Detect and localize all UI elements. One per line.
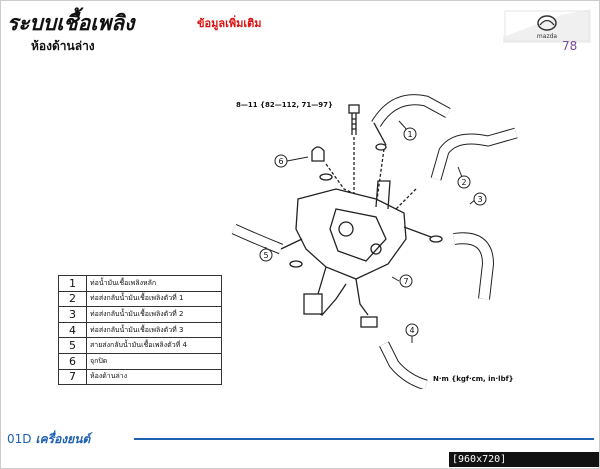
page-number: 78 (562, 39, 578, 53)
callout-4: 4 (405, 323, 419, 343)
watermark: [960x720] https://upic.me/ (449, 452, 599, 467)
legend-number: 5 (58, 337, 87, 354)
svg-text:3: 3 (477, 195, 482, 204)
svg-text:6: 6 (278, 157, 283, 166)
svg-text:5: 5 (263, 251, 268, 260)
legend-description: ท่อส่งกลับน้ำมันเชื้อเพลิงตัวที่ 3 (86, 321, 222, 339)
logo-text: mazda (537, 33, 557, 40)
svg-text:4: 4 (409, 326, 414, 335)
fuel-system-diagram: 1 2 3 4 5 6 7 (231, 94, 518, 389)
section-code: 01D (7, 432, 32, 446)
legend-number: 6 (58, 352, 87, 370)
page-title: ระบบเชื้อเพลิง (7, 11, 135, 35)
callout-5: 5 (259, 247, 273, 262)
callout-7: 7 (391, 274, 413, 288)
more-info-link[interactable]: ข้อมูลเพิ่มเติม (197, 17, 262, 30)
section-title: เครื่องยนต์ (35, 432, 91, 446)
legend-description: สายส่งกลับน้ำมันเชื้อเพลิงตัวที่ 4 (86, 337, 222, 354)
mazda-logo: mazda (503, 9, 591, 43)
legend-number: 7 (58, 368, 87, 386)
legend-description: ห้องด้านล่าง (86, 368, 222, 386)
callout-6: 6 (274, 154, 309, 168)
legend-description: ท่อส่งกลับน้ำมันเชื้อเพลิงตัวที่ 2 (86, 306, 222, 323)
callout-2: 2 (457, 166, 471, 189)
unit-label: N·m {kgf·cm, in·lbf} (433, 375, 514, 383)
legend-description: ท่อน้ำมันเชื้อเพลิงหลัก (86, 275, 222, 292)
legend-number: 3 (58, 306, 87, 323)
callout-3: 3 (469, 192, 487, 206)
legend-description: ท่อส่งกลับน้ำมันเชื้อเพลิงตัวที่ 1 (86, 290, 222, 308)
torque-spec: 8—11 {82—112, 71—97} (236, 101, 333, 109)
page-subtitle: ห้องด้านล่าง (31, 39, 95, 53)
legend-description: จุกปิด (86, 352, 222, 370)
svg-text:7: 7 (403, 277, 408, 286)
legend-number: 2 (58, 290, 87, 308)
svg-text:2: 2 (461, 178, 466, 187)
footer-divider (134, 438, 594, 440)
legend-number: 4 (58, 321, 87, 339)
svg-text:1: 1 (407, 130, 412, 139)
legend-number: 1 (58, 275, 87, 292)
callout-1: 1 (398, 120, 417, 141)
